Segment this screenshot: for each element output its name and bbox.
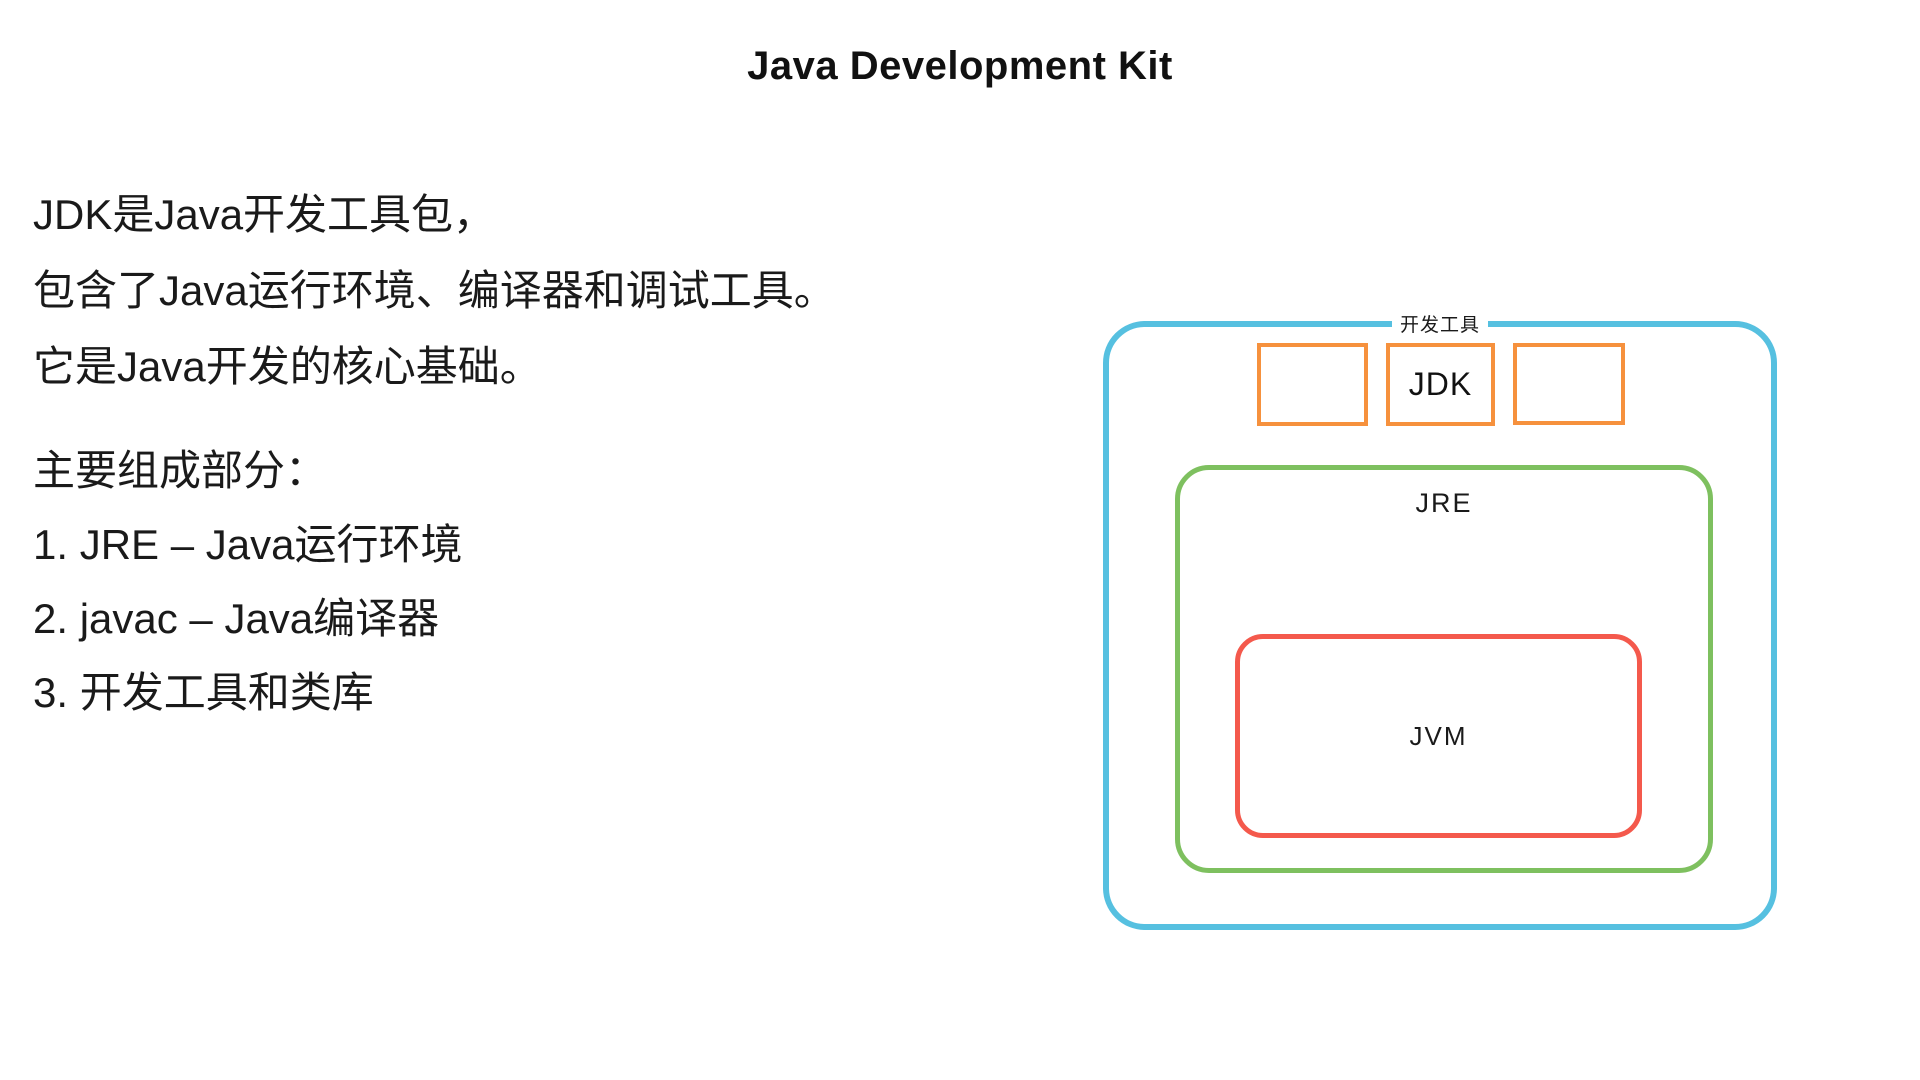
description-line: 它是Java开发的核心基础。 bbox=[33, 343, 542, 390]
description-line: 包含了Java运行环境、编译器和调试工具。 bbox=[33, 267, 836, 314]
jdk-outer-box: 开发工具 bbox=[1103, 311, 1777, 930]
tool-box-left bbox=[1257, 343, 1368, 426]
jvm-box: JVM bbox=[1235, 634, 1642, 838]
components-list: 主要组成部分： 1. JRE – Java运行环境 2. javac – Jav… bbox=[33, 434, 1033, 730]
description-block: JDK是Java开发工具包， 包含了Java运行环境、编译器和调试工具。 它是J… bbox=[33, 177, 1033, 730]
jre-label: JRE bbox=[1415, 488, 1473, 518]
list-item: 2. javac – Java编译器 bbox=[33, 595, 440, 642]
jdk-label: JDK bbox=[1408, 366, 1473, 402]
jvm-label: JVM bbox=[1409, 720, 1468, 751]
list-item: 3. 开发工具和类库 bbox=[33, 669, 374, 716]
tool-box-jdk: JDK bbox=[1386, 343, 1495, 426]
description-line: JDK是Java开发工具包， bbox=[33, 191, 496, 238]
tool-box-right bbox=[1513, 343, 1625, 425]
jre-box: JRE bbox=[1175, 465, 1713, 873]
list-item: 1. JRE – Java运行环境 bbox=[33, 521, 463, 568]
description-paragraph: JDK是Java开发工具包， 包含了Java运行环境、编译器和调试工具。 它是J… bbox=[33, 177, 1033, 405]
dev-tools-label: 开发工具 bbox=[1391, 311, 1489, 341]
components-heading: 主要组成部分： bbox=[33, 447, 328, 494]
page-title: Java Development Kit bbox=[747, 44, 1173, 88]
